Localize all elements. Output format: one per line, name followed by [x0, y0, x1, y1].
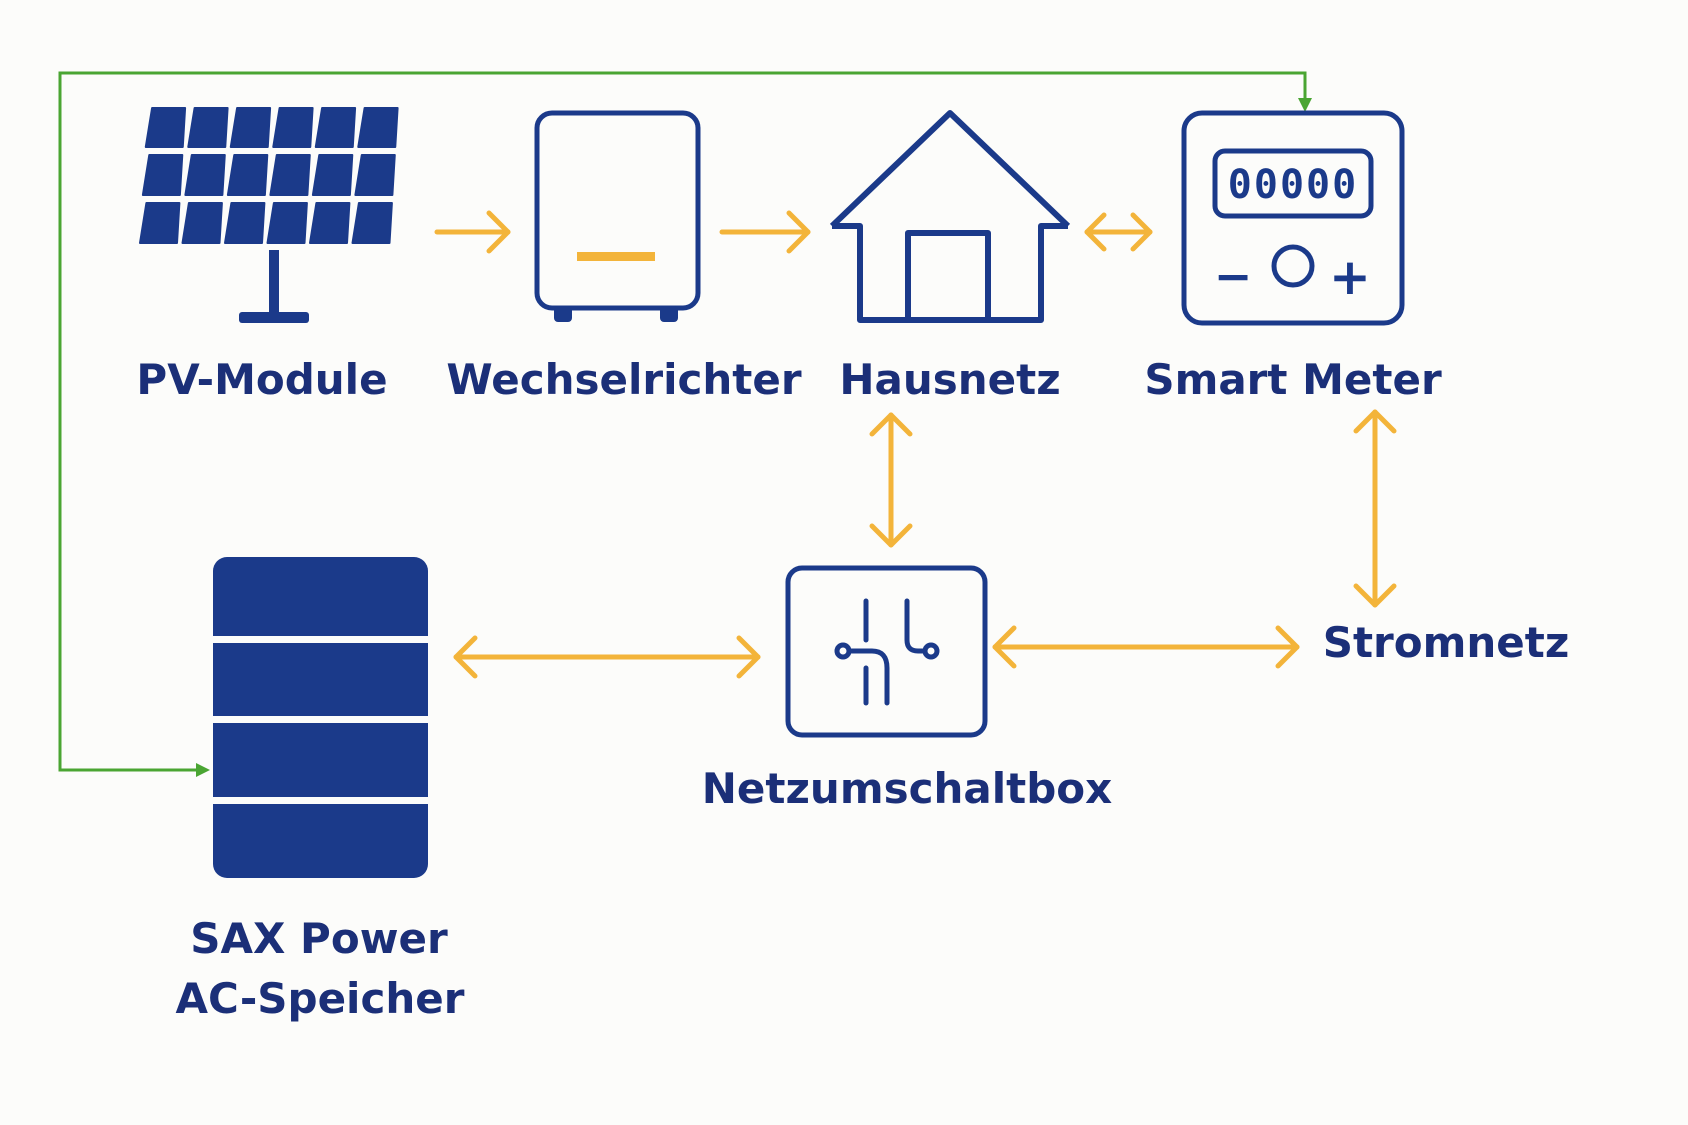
meter-minus-icon: −: [1214, 249, 1253, 303]
label-storage-line1: SAX Power: [190, 914, 448, 963]
pv-cell: [314, 107, 357, 148]
house-icon: [829, 110, 1071, 323]
pv-cell: [311, 154, 354, 196]
label-pv-modules: PV-Module: [136, 355, 387, 404]
solar-panel-icon: [139, 107, 399, 323]
pv-cell: [351, 202, 393, 244]
arrow-house-meter: [1084, 212, 1153, 252]
arrow-meter-grid: [1353, 409, 1397, 608]
pv-cell: [269, 154, 311, 196]
pv-cell: [181, 202, 223, 244]
meter-display-value: 00000: [1228, 162, 1358, 208]
label-house-grid: Hausnetz: [839, 355, 1060, 404]
arrow-house-switchbox: [869, 412, 913, 548]
arrow-storage-switchbox: [453, 635, 761, 679]
pv-cell: [226, 154, 269, 196]
pv-cell: [141, 154, 184, 196]
pv-cell: [354, 154, 396, 196]
label-storage-line2: AC-Speicher: [176, 974, 465, 1023]
pv-cell: [144, 107, 187, 148]
pv-cell: [357, 107, 399, 148]
smart-meter-icon: 00000 − +: [1181, 110, 1405, 326]
pv-cell: [224, 202, 266, 244]
label-inverter: Wechselrichter: [446, 355, 801, 404]
label-switch-box: Netzumschaltbox: [702, 764, 1112, 813]
pv-cell: [309, 202, 351, 244]
arrow-pv-to-inverter: [434, 210, 511, 254]
data-connection-line: [58, 71, 1312, 777]
pv-cell: [139, 202, 181, 244]
switch-box-icon: [785, 565, 988, 738]
arrow-switchbox-grid: [992, 625, 1300, 669]
pv-cell: [184, 154, 226, 196]
pv-cell: [272, 107, 314, 148]
energy-flow-arrows: [434, 210, 1397, 679]
meter-plus-icon: +: [1329, 248, 1371, 306]
arrow-inverter-to-house: [719, 210, 811, 254]
pv-cell: [266, 202, 308, 244]
pv-cell: [187, 107, 229, 148]
pv-cell: [229, 107, 272, 148]
inverter-icon: [534, 110, 701, 322]
label-grid: Stromnetz: [1323, 618, 1570, 667]
battery-storage-icon: [213, 557, 428, 878]
label-smart-meter: Smart Meter: [1144, 355, 1442, 404]
